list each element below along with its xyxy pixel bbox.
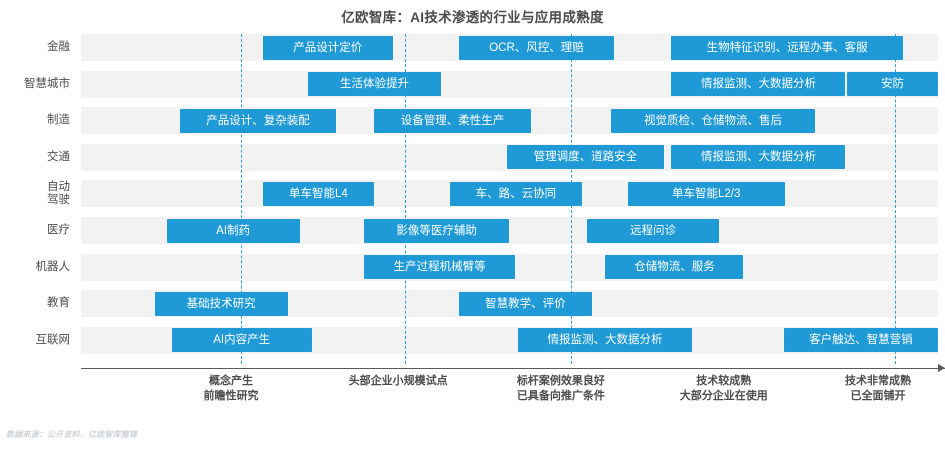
y-axis-label-教育: 教育 — [47, 297, 70, 310]
page-title: 亿欧智库：AI技术渗透的行业与应用成熟度 — [341, 10, 604, 25]
bar-医疗-1[interactable]: AI制药 — [166, 218, 300, 243]
bar-医疗-2[interactable]: 影像等医疗辅助 — [363, 218, 510, 243]
y-axis-label-制造: 制造 — [47, 114, 70, 127]
bar-机器人-2[interactable]: 仓储物流、服务 — [605, 255, 744, 280]
stage-label-2: 头部企业小规模试点 — [348, 375, 448, 387]
bar-互联网-1[interactable]: AI内容产生 — [171, 328, 312, 353]
bar-互联网-2[interactable]: 情报监测、大数据分析 — [518, 328, 693, 353]
stage-label-5: 技术非常成熟已全面铺开 — [845, 375, 911, 402]
y-axis-label-智慧城市: 智慧城市 — [24, 77, 70, 90]
bar-制造-1[interactable]: 产品设计、复杂装配 — [179, 108, 337, 133]
bar-教育-2[interactable]: 智慧教学、评价 — [458, 291, 592, 316]
bar-制造-2[interactable]: 设备管理、柔性生产 — [374, 108, 531, 133]
bar-互联网-3[interactable]: 客户触达、智慧营销 — [783, 328, 938, 353]
bar-自动驾驶-3[interactable]: 单车智能L2/3 — [627, 181, 785, 206]
bar-智慧城市-2[interactable]: 情报监测、大数据分析 — [671, 72, 846, 97]
stage-divider-4 — [895, 34, 897, 364]
y-axis-label-互联网: 互联网 — [35, 333, 71, 346]
bar-交通-2[interactable]: 情报监测、大数据分析 — [671, 145, 846, 170]
bar-智慧城市-3[interactable]: 安防 — [847, 72, 938, 97]
y-axis-label-机器人: 机器人 — [35, 260, 71, 273]
bar-教育-1[interactable]: 基础技术研究 — [154, 291, 288, 316]
bar-金融-3[interactable]: 生物特征识别、远程办事、客服 — [671, 35, 903, 60]
x-axis-arrow-icon — [938, 364, 945, 372]
stage-label-4: 技术较成熟大部分企业在使用 — [679, 375, 768, 402]
bar-智慧城市-1[interactable]: 生活体验提升 — [308, 72, 441, 97]
stage-divider-2 — [404, 34, 406, 364]
bar-制造-3[interactable]: 视觉质检、仓储物流、售后 — [610, 108, 816, 133]
y-axis-label-医疗: 医疗 — [47, 224, 70, 236]
bar-金融-2[interactable]: OCR、风控、理赔 — [458, 35, 615, 60]
y-axis-label-group: 金融智慧城市制造交通自动驾驶医疗机器人教育互联网 — [0, 34, 78, 364]
source-note: 数据来源：公开资料、亿欧智库整理 — [6, 430, 138, 439]
bar-金融-1[interactable]: 产品设计定价 — [262, 35, 393, 60]
y-axis-label-金融: 金融 — [47, 41, 70, 53]
bar-交通-1[interactable]: 管理调度、道路安全 — [506, 145, 664, 170]
bar-机器人-1[interactable]: 生产过程机械臂等 — [363, 255, 516, 280]
bar-医疗-3[interactable]: 远程问诊 — [586, 218, 720, 243]
x-axis-line — [81, 368, 945, 369]
bottom-divider — [0, 446, 945, 447]
stage-label-3: 标杆案例效果良好已具备向推广条件 — [516, 375, 605, 402]
bar-自动驾驶-1[interactable]: 单车智能L4 — [262, 181, 375, 206]
stage-label-1: 概念产生前瞻性研究 — [203, 375, 259, 402]
bar-自动驾驶-2[interactable]: 车、路、云协同 — [449, 181, 583, 206]
y-axis-label-自动驾驶: 自动驾驶 — [47, 180, 70, 206]
stage-divider-1 — [241, 34, 243, 364]
y-axis-label-交通: 交通 — [47, 150, 70, 163]
